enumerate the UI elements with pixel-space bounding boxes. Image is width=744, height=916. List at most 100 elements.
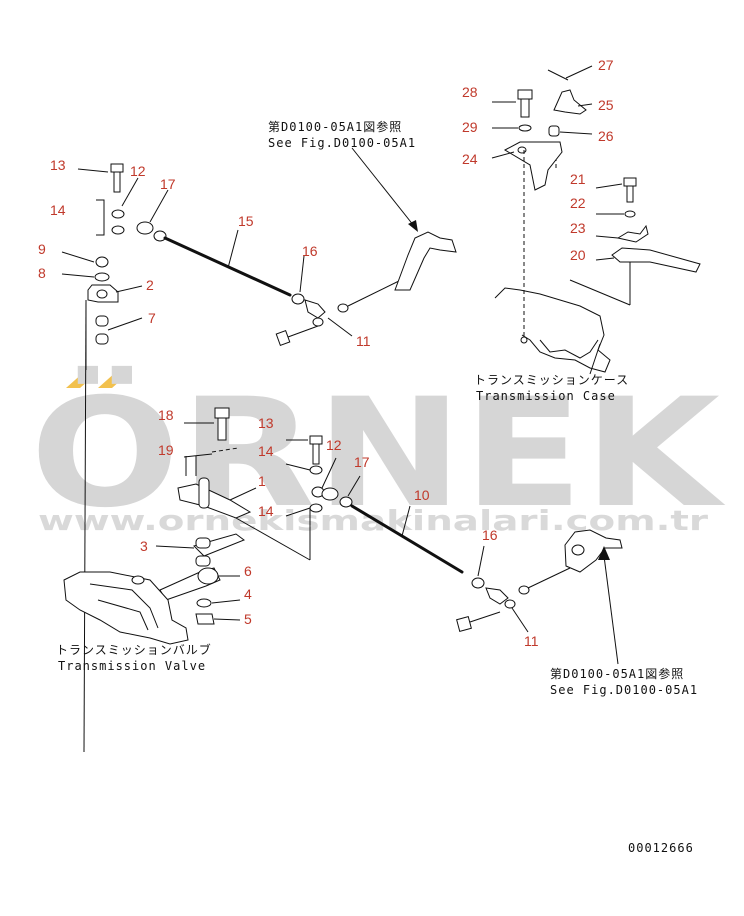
callout-7: 7 xyxy=(148,310,156,326)
callout-12-lower: 12 xyxy=(326,437,342,453)
upper-left-assembly xyxy=(85,163,457,370)
label-valve-en: Transmission Valve xyxy=(58,659,206,673)
bracket-24 xyxy=(503,141,563,191)
washer-8 xyxy=(94,272,110,282)
bolt-11-head-b xyxy=(456,616,472,632)
washer-22 xyxy=(624,210,636,218)
callout-19: 19 xyxy=(158,442,174,458)
ref-note-top-en: See Fig.D0100-05A1 xyxy=(268,136,416,150)
callout-12: 12 xyxy=(130,163,146,179)
ref-note-bottom-en: See Fig.D0100-05A1 xyxy=(550,683,698,697)
bracket-19-line xyxy=(185,456,197,476)
spacer-3a xyxy=(195,537,211,549)
callout-2: 2 xyxy=(146,277,154,293)
nut-17 xyxy=(153,230,167,242)
lever-6-hub xyxy=(197,567,219,585)
washer-14c xyxy=(309,503,323,513)
bolt-18-shank xyxy=(217,417,227,441)
watermark-accent-1 xyxy=(66,372,98,388)
lever-bottom xyxy=(564,529,623,573)
spacer-7b xyxy=(95,333,109,345)
upper-right-assembly xyxy=(494,69,701,373)
washer-12 xyxy=(111,209,125,219)
bolt-11-shank-b xyxy=(469,611,501,623)
callout-18: 18 xyxy=(158,407,174,423)
callout-8: 8 xyxy=(38,265,46,281)
spacer-3b xyxy=(195,555,211,567)
bracket-2-hole xyxy=(96,289,108,299)
watermark-accent-2 xyxy=(98,372,130,388)
callout-13-lower: 13 xyxy=(258,415,274,431)
callout-23: 23 xyxy=(570,220,586,236)
callout-11: 11 xyxy=(356,333,371,349)
washer-11b xyxy=(518,585,530,595)
transmission-valve-detail-2 xyxy=(97,599,149,631)
bolt-27 xyxy=(547,69,569,81)
callout-29: 29 xyxy=(462,119,478,135)
plate-20 xyxy=(611,247,701,273)
callout-6: 6 xyxy=(244,563,252,579)
callout-17: 17 xyxy=(160,176,176,192)
callout-14: 14 xyxy=(50,202,66,218)
component-labels: トランスミッションケース Transmission Case トランスミッション… xyxy=(56,373,629,673)
bolt-21-shank xyxy=(626,185,634,203)
lower-center-assembly xyxy=(63,407,623,645)
ref-note-top-jp: 第D0100-05A1図参照 xyxy=(268,119,402,134)
pin-26 xyxy=(548,125,560,137)
transmission-valve-detail-1 xyxy=(89,583,159,629)
rod-end-16a xyxy=(304,299,326,319)
bolt-13-head xyxy=(110,163,124,173)
callout-3: 3 xyxy=(140,538,148,554)
case-leader xyxy=(589,343,601,375)
figure-number: 00012666 xyxy=(628,841,694,855)
washer-11a xyxy=(337,303,349,313)
label-case-jp: トランスミッションケース xyxy=(474,373,629,387)
washer-4 xyxy=(196,598,212,608)
callout-28: 28 xyxy=(462,84,478,100)
arm-3 xyxy=(193,533,246,557)
bolt-13-shank xyxy=(113,171,121,193)
washer-29 xyxy=(518,124,532,132)
callout-16-lower: 16 xyxy=(482,527,498,543)
callout-20: 20 xyxy=(570,247,586,263)
callout-5: 5 xyxy=(244,611,252,627)
lever-top xyxy=(394,231,457,291)
callout-17-lower: 17 xyxy=(354,454,370,470)
pin-1 xyxy=(198,477,210,509)
label-case-en: Transmission Case xyxy=(476,389,616,403)
bolt-11-shank-a xyxy=(287,325,319,338)
callout-21: 21 xyxy=(570,171,586,187)
callout-13: 13 xyxy=(50,157,66,173)
nut-16b xyxy=(471,577,485,589)
ref-note-bottom-jp: 第D0100-05A1図参照 xyxy=(550,666,684,681)
washer-14a xyxy=(111,225,125,235)
washer-16a xyxy=(312,317,324,327)
bracket-24-hole xyxy=(517,146,527,154)
transmission-case-detail xyxy=(539,339,599,359)
watermark-url: www.ornekismakinalari.com.tr xyxy=(38,504,708,537)
washer-14b xyxy=(309,465,323,475)
link-line-bottom xyxy=(527,567,571,589)
ref-arrow-top xyxy=(408,220,418,232)
callout-27: 27 xyxy=(598,57,614,73)
nut-9 xyxy=(95,256,109,268)
callout-24: 24 xyxy=(462,151,478,167)
nut-17b xyxy=(339,496,353,508)
watermark-brand: ÖRNEK xyxy=(30,365,726,541)
washer-16b xyxy=(504,599,516,609)
rod-end-16b xyxy=(485,587,509,605)
lever-bottom-hole xyxy=(571,544,585,556)
callout-10: 10 xyxy=(414,487,430,503)
spacer-7a xyxy=(95,315,109,327)
callout-15: 15 xyxy=(238,213,254,229)
callout-11-lower: 11 xyxy=(524,633,539,649)
bolt-28-head xyxy=(517,89,533,100)
rod-15 xyxy=(163,236,292,297)
transmission-case xyxy=(494,287,611,373)
clip-23 xyxy=(616,224,649,243)
callout-14-lower: 14 xyxy=(258,443,274,459)
ref-leader-top xyxy=(351,147,415,227)
vertical-link xyxy=(83,299,87,753)
